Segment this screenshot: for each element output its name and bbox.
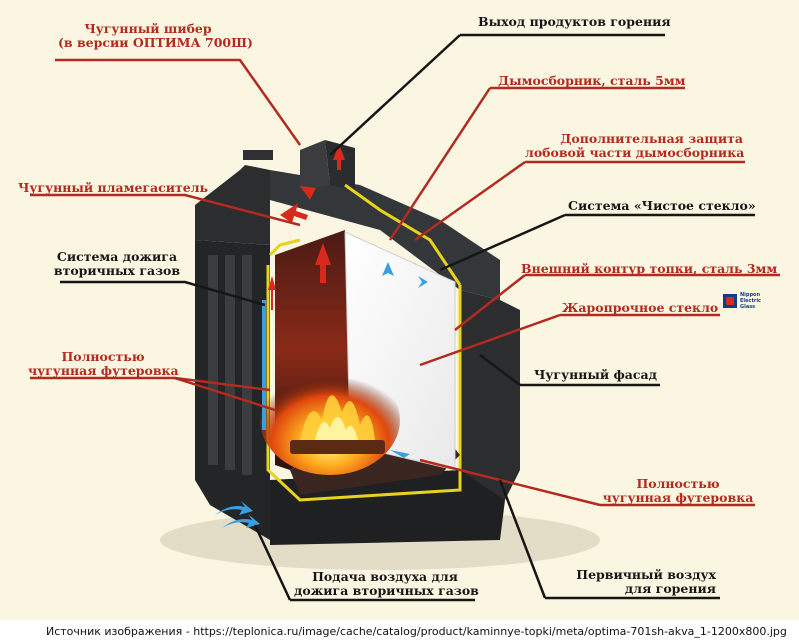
label-damper: Чугунный шибер (в версии ОПТИМА 700Ш)	[58, 21, 253, 50]
label-afterburn-line2: вторичных газов	[53, 263, 181, 278]
brand-line3: Glass	[740, 304, 756, 310]
hot-gas-arrows	[268, 144, 345, 310]
steel-body	[195, 140, 520, 545]
label-lining-right-line2: чугунная футеровка	[602, 490, 754, 505]
label-extra-protection-line2: лобовой части дымосборника	[525, 145, 745, 160]
label-smoke-collector: Дымосборник, сталь 5мм	[498, 73, 686, 88]
label-afterburn-line1: Система дожига	[56, 249, 178, 264]
label-afterburn: Система дожига вторичных газов	[52, 250, 182, 278]
image-source-caption: Источник изображения - https://teplonica…	[0, 620, 799, 644]
leader-lines-black	[60, 33, 755, 602]
label-outer-contour: Внешний контур топки, сталь 3мм	[521, 261, 778, 276]
chimney-collar	[300, 140, 330, 190]
leader-lines-red	[30, 58, 780, 507]
brand-line1: Nippon	[740, 292, 761, 298]
brand-line2: Electric	[740, 298, 762, 304]
label-primary-air-line2: для горения	[624, 581, 716, 596]
label-primary-air: Первичный воздух для горения	[560, 568, 716, 596]
label-air-supply-line2: дожига вторичных газов	[294, 583, 479, 598]
air-arrows	[215, 262, 428, 528]
logs	[290, 440, 385, 454]
label-damper-line1: Чугунный шибер	[84, 21, 212, 36]
fireplace-insert-illustration	[30, 33, 780, 602]
label-lining-right: Полностью чугунная футеровка	[600, 477, 756, 505]
label-air-supply: Подача воздуха для дожига вторичных газо…	[294, 569, 479, 598]
label-exhaust: Выход продуктов горения	[478, 14, 671, 29]
label-extra-protection: Дополнительная защита лобовой части дымо…	[525, 131, 745, 160]
neg-logo-icon	[723, 294, 737, 308]
label-flame-arrester: Чугунный пламегаситель	[18, 180, 209, 195]
label-lining-right-line1: Полностью	[636, 476, 720, 491]
label-clean-glass: Система «Чистое стекло»	[568, 198, 756, 213]
label-lining-left-line1: Полностью	[61, 349, 145, 364]
label-lining-left-line2: чугунная футеровка	[28, 363, 179, 378]
damper-handle	[243, 150, 273, 160]
label-primary-air-line1: Первичный воздух	[576, 567, 716, 582]
label-air-supply-line1: Подача воздуха для	[312, 569, 458, 584]
nippon-electric-glass-logo: Nippon Electric Glass	[723, 288, 769, 314]
label-damper-line2: (в версии ОПТИМА 700Ш)	[58, 35, 253, 50]
label-lining-left: Полностью чугунная футеровка	[28, 349, 179, 378]
label-extra-protection-line1: Дополнительная защита	[560, 131, 743, 146]
label-heat-glass: Жаропрочное стекло	[562, 300, 719, 315]
label-facade: Чугунный фасад	[534, 367, 657, 382]
